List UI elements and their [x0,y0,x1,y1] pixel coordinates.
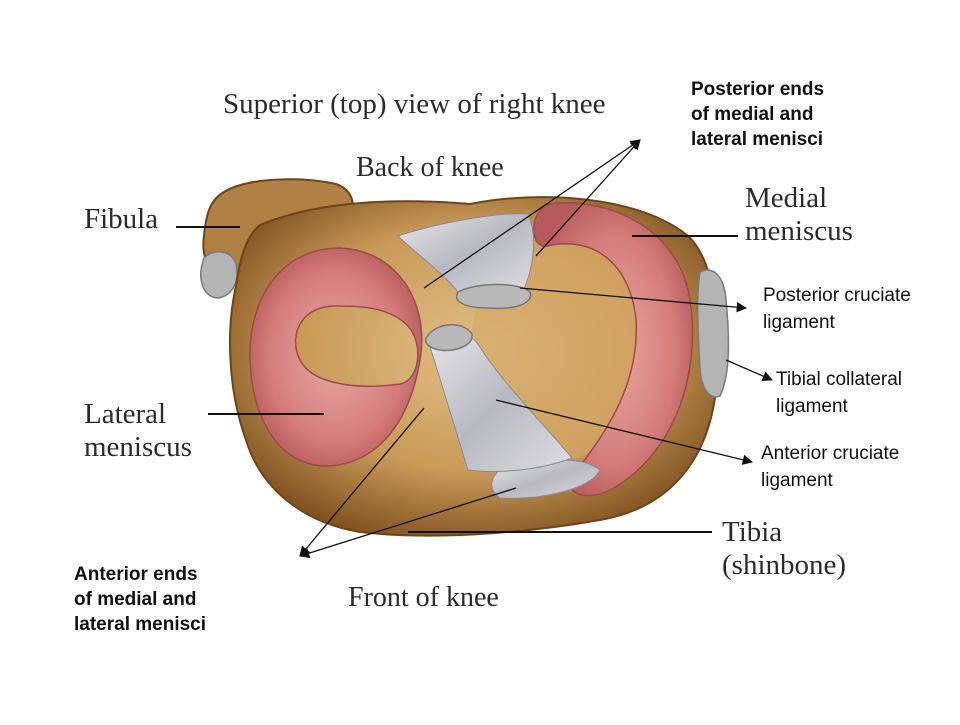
anterior-ends-label: Anterior ends of medial and lateral meni… [74,564,207,635]
tcl-arrow [725,359,773,382]
posterior-cruciate-ligament-label: Posterior cruciate ligament [763,285,911,333]
diagram-title: Superior (top) view of right knee [223,88,606,120]
anterior-ends-arrow-a [299,407,425,557]
posterior-ends-arrow-b [535,139,641,257]
back-of-knee-label: Back of knee [356,152,504,183]
acl-cut-end [424,324,473,352]
anterior-ends-arrow-b [299,487,517,559]
fibula-cut-surface [200,251,238,299]
posterior-ends-arrow-a [423,139,641,289]
lateral-meniscus [249,247,423,467]
tibial-collateral-ligament-label: Tibial collateral ligament [776,369,903,417]
lateral-meniscus-label: Lateral meniscus [84,398,192,463]
pcl-cut-end [455,283,532,310]
tibia-label: Tibia (shinbone) [722,516,847,581]
anterior-cruciate-ligament [427,332,573,472]
medial-meniscus-label: Medial meniscus [745,182,853,247]
tibial-collateral-ligament-cut [696,269,730,398]
fibula-label: Fibula [84,203,159,235]
front-of-knee-label: Front of knee [348,582,499,613]
anterior-cruciate-ligament-label: Anterior cruciate ligament [761,443,900,491]
acl-arrow [495,399,754,465]
posterior-ends-label: Posterior ends of medial and lateral men… [691,79,825,150]
pcl-arrow [519,287,748,313]
